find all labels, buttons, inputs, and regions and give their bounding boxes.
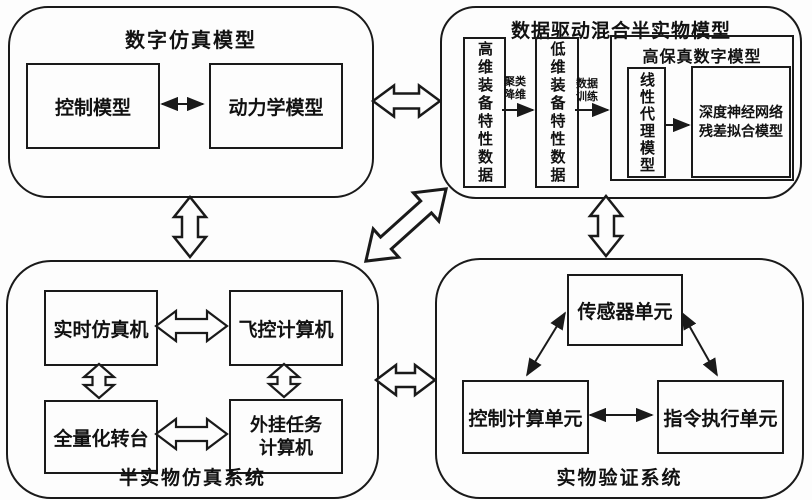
hollow-arrow-digital-to-hil-icon: [171, 194, 209, 260]
hollow-arrow-flight-external-icon: [266, 362, 302, 399]
hifi-digital-model-box: 高保真数字模型 线性代理模型 深度神经网络 残差拟合模型: [610, 35, 794, 181]
proxy-to-dnn-arrow-icon: [664, 117, 691, 133]
cluster-label-line1: 聚类: [504, 76, 526, 88]
hollow-arrow-hil-to-datadriven-diagonal-icon: [363, 187, 449, 263]
hifi-digital-model-title: 高保真数字模型: [642, 49, 762, 66]
control-computing-unit-box: 控制计算单元: [462, 380, 589, 454]
command-execution-unit-box: 指令执行单元: [657, 380, 784, 454]
cluster-reduce-arrow-icon: [502, 102, 535, 118]
dynamics-model-box: 动力学模型: [209, 63, 343, 149]
hollow-arrow-rtsim-flight-icon: [154, 308, 229, 344]
dnn-residual-model-box: 深度神经网络 残差拟合模型: [691, 66, 791, 178]
hollow-arrow-datadriven-to-physical-icon: [587, 193, 625, 259]
physical-triangle-arrows-icon: [526, 311, 718, 423]
dnn-label-line2: 残差拟合模型: [699, 123, 783, 139]
hollow-arrow-turntable-external-icon: [154, 416, 229, 452]
train-label-line1: 数据: [576, 78, 598, 90]
sensor-unit-box: 传感器单元: [567, 274, 683, 346]
low-dim-data-box: 低维装备特性数据: [535, 37, 579, 188]
hollow-arrow-digital-to-datadriven-icon: [370, 83, 443, 119]
cluster-label-line2: 降维: [504, 89, 526, 101]
external-task-line1: 外挂任务: [250, 414, 322, 435]
control-dynamics-double-arrow-icon: [160, 96, 205, 112]
linear-proxy-model-box: 线性代理模型: [627, 67, 666, 178]
digital-simulation-model-block: 数字仿真模型 控制模型 动力学模型: [8, 6, 374, 198]
external-task-line2: 计算机: [259, 437, 313, 458]
physical-verification-system-block: 传感器单元 控制计算单元 指令执行单元 实物验证系统: [435, 258, 804, 499]
data-training-label: 数据 训练: [576, 78, 598, 104]
hollow-arrow-rtsim-turntable-icon: [81, 362, 117, 400]
turntable-box: 全量化转台: [44, 400, 158, 474]
cluster-reduce-label: 聚类 降维: [504, 76, 526, 102]
flight-control-computer-box: 飞控计算机: [229, 290, 343, 366]
train-label-line2: 训练: [576, 91, 598, 103]
dnn-label-line1: 深度神经网络: [699, 104, 783, 120]
digital-simulation-title: 数字仿真模型: [125, 30, 257, 52]
data-training-arrow-icon: [575, 102, 610, 118]
control-model-box: 控制模型: [26, 63, 160, 149]
external-task-computer-box: 外挂任务 计算机: [229, 399, 343, 474]
hil-system-title: 半实物仿真系统: [118, 468, 266, 489]
hil-simulation-system-block: 实时仿真机 飞控计算机 全量化转台 外挂任务 计算机 半实物仿真系统: [6, 260, 379, 499]
realtime-simulator-box: 实时仿真机: [44, 290, 158, 366]
data-driven-model-block: 数据驱动混合半实物模型 高维装备特性数据 聚类 降维 低维装备特性数据 数据 训…: [440, 6, 802, 199]
physical-system-title: 实物验证系统: [556, 468, 683, 489]
hollow-arrow-hil-to-physical-icon: [373, 362, 438, 398]
high-dim-data-box: 高维装备特性数据: [463, 37, 506, 188]
